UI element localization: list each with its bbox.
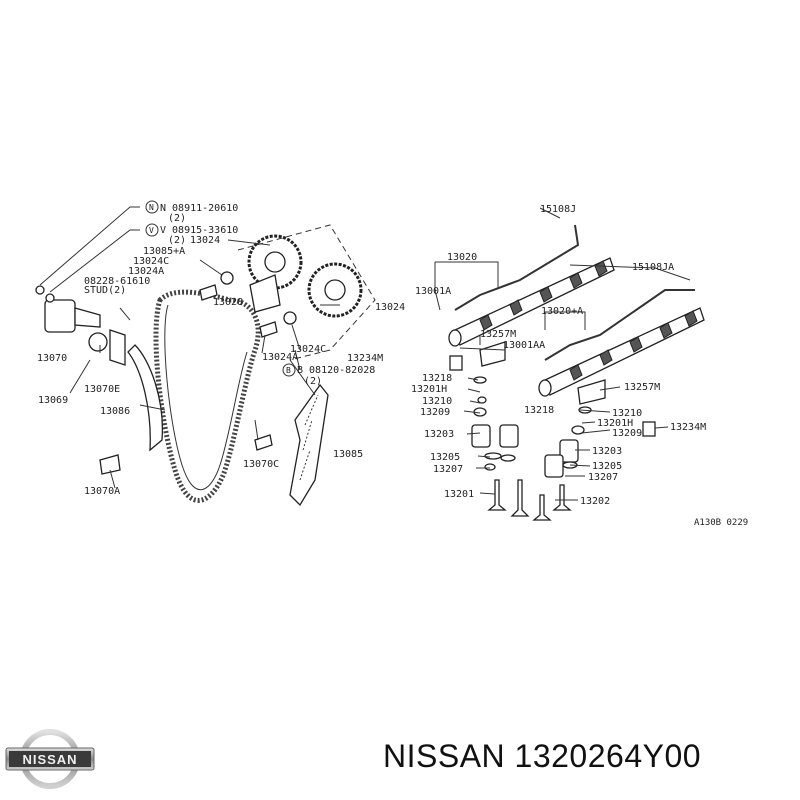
caption-brand: NISSAN — [383, 738, 506, 774]
camshaft-valve-drawing — [434, 207, 705, 521]
callout-label: 13024 — [190, 235, 220, 246]
callout-label: 13020+A — [541, 306, 583, 317]
callout-label: 13210 — [612, 408, 642, 419]
callout-label: B 08120-82028 — [297, 365, 375, 376]
timing-chain-drawing — [35, 206, 376, 507]
callout-label: 13201H — [597, 418, 633, 429]
callout-label: 13069 — [38, 395, 68, 406]
callout-label: 13234M — [670, 422, 706, 433]
callout-label: STUD(2) — [84, 285, 126, 296]
svg-text:B: B — [286, 366, 291, 375]
callout-label: 15108JA — [632, 262, 674, 273]
callout-label: 13024C — [133, 256, 169, 267]
callout-label: 13202 — [580, 496, 610, 507]
callout-label: 13203 — [592, 446, 622, 457]
caption-part-number: 1320264Y00 — [514, 738, 702, 774]
callout-label: 13209 — [612, 428, 642, 439]
callout-label: 13201 — [444, 489, 474, 500]
svg-text:N: N — [149, 203, 154, 212]
logo-text: NISSAN — [22, 752, 77, 767]
callout-label: V 08915-33610 — [160, 225, 238, 236]
callout-label: 13201H — [411, 384, 447, 395]
callout-label: 13001A — [415, 286, 451, 297]
callout-label: (2) — [168, 213, 186, 224]
callout-label: 13207 — [433, 464, 463, 475]
callout-label: 13070A — [84, 486, 120, 497]
callout-label: 13070C — [243, 459, 279, 470]
callout-label: 13020 — [447, 252, 477, 263]
callout-label: (2) — [168, 235, 186, 246]
callout-label: 15108J — [540, 204, 576, 215]
svg-text:V: V — [149, 226, 154, 235]
callout-label: 13024C — [290, 344, 326, 355]
callout-label: N 08911-20610 — [160, 203, 238, 214]
callout-label: 13205 — [430, 452, 460, 463]
callout-labels: N N 08911-20610 (2) V V 08915-33610 (2) … — [37, 200, 748, 528]
callout-label: 13203 — [424, 429, 454, 440]
callout-label: 13070 — [37, 353, 67, 364]
callout-label: 13001AA — [503, 340, 545, 351]
callout-label: 13205 — [592, 461, 622, 472]
callout-label: 13070E — [84, 384, 120, 395]
callout-label: 13218 — [524, 405, 554, 416]
callout-label: 13234M — [347, 353, 383, 364]
callout-label: 13210 — [422, 396, 452, 407]
callout-label: (2) — [304, 376, 322, 387]
part-caption: NISSAN 1320264Y00 — [383, 738, 701, 775]
callout-label: 13024 — [375, 302, 405, 313]
callout-label: 13028 — [213, 297, 243, 308]
drawing-code: A130B 0229 — [694, 518, 748, 528]
callout-label: 13207 — [588, 472, 618, 483]
callout-label: 13257M — [480, 329, 516, 340]
callout-label: 13086 — [100, 406, 130, 417]
callout-label: 08228-61610 — [84, 276, 150, 287]
callout-label: 13257M — [624, 382, 660, 393]
callout-label: 13024A — [128, 266, 164, 277]
nissan-logo: NISSAN — [5, 729, 95, 789]
callout-label: 13209 — [420, 407, 450, 418]
callout-label: 13085 — [333, 449, 363, 460]
callout-label: 13085+A — [143, 246, 185, 257]
callout-label: 13024A — [262, 352, 298, 363]
callout-label: 13218 — [422, 373, 452, 384]
